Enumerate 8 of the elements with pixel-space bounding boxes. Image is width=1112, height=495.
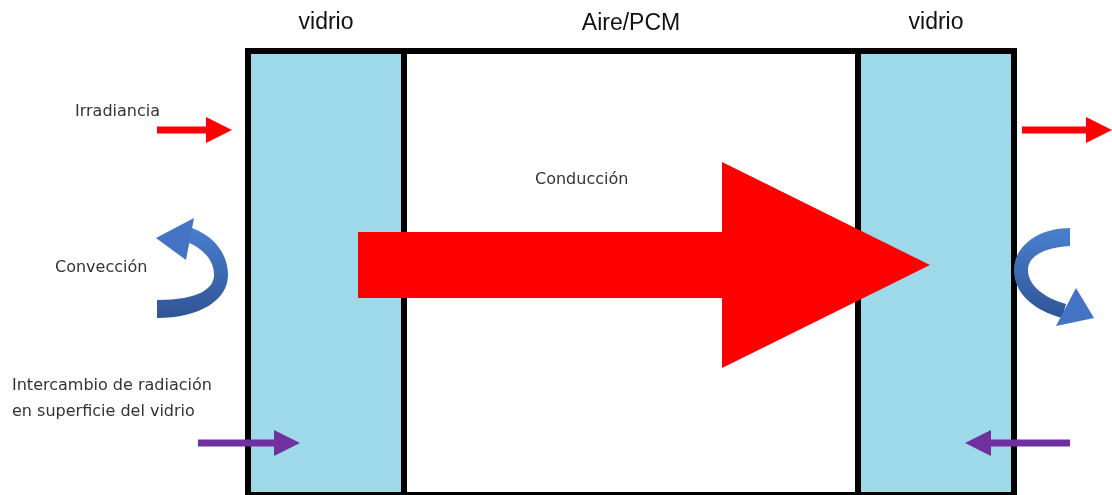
panel-heading: vidrio	[297, 8, 355, 35]
annotation-label: Intercambio de radiación en superficie del vidrio	[12, 374, 213, 422]
annotation-label: Irradiancia	[75, 100, 160, 122]
chamber-heading: Aire/PCM	[580, 8, 682, 37]
panel-heading: vidrio	[907, 8, 965, 35]
conduction-arrow	[358, 162, 930, 368]
annotation-label: Convección	[55, 256, 148, 278]
annotation-label: Conducción	[535, 168, 629, 190]
